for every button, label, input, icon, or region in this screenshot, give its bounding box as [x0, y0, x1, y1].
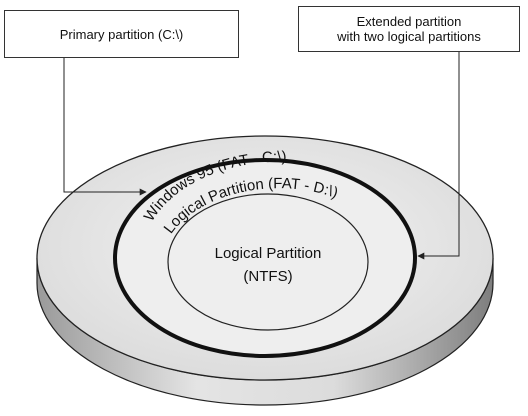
ntfs-partition-ellipse: [167, 193, 369, 331]
extended-leader-line: [417, 52, 460, 260]
ntfs-label-line1: Logical Partition: [215, 245, 322, 262]
primary-partition-callout: Primary partition (C:\): [4, 10, 239, 58]
extended-partition-label-line1: Extended partition: [356, 14, 462, 29]
ntfs-label-line2: (NTFS): [243, 268, 292, 285]
extended-partition-callout: Extended partition with two logical part…: [298, 6, 520, 52]
extended-partition-label-line2: with two logical partitions: [337, 29, 481, 44]
primary-leader-line: [63, 58, 147, 196]
primary-partition-label: Primary partition (C:\): [59, 26, 184, 42]
